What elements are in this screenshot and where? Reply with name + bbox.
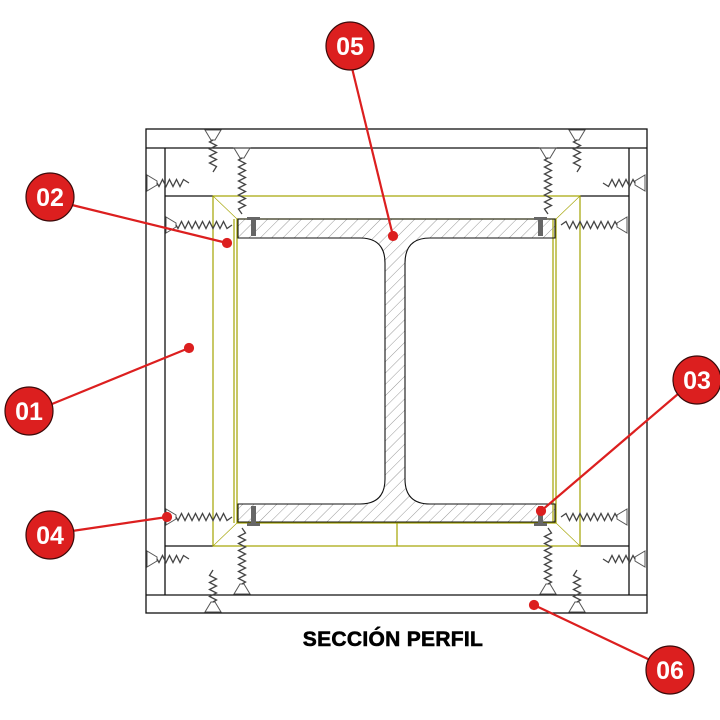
section-title: SECCIÓN PERFIL — [302, 628, 484, 652]
screw-head — [539, 583, 557, 595]
screw-thread — [156, 554, 190, 564]
screw-thread — [543, 527, 553, 585]
screw-head — [616, 508, 628, 526]
screw-head — [634, 550, 646, 568]
screw-thread — [602, 554, 636, 564]
screw-thread — [572, 139, 582, 173]
callout-03: 03 — [672, 355, 720, 405]
callout-04: 04 — [25, 510, 75, 560]
screw-head — [634, 174, 646, 192]
screw-thread — [602, 178, 636, 188]
screw-head — [146, 550, 158, 568]
callout-06: 06 — [645, 645, 695, 695]
screw-head — [616, 216, 628, 234]
callout-label: 03 — [683, 367, 711, 395]
screw-head — [146, 174, 158, 192]
screw-thread — [156, 178, 190, 188]
screw-thread — [208, 139, 218, 173]
screw-thread — [560, 220, 618, 230]
steel-i-beam — [237, 218, 556, 523]
screw-thread — [237, 527, 247, 585]
callout-01: 01 — [4, 386, 54, 436]
callout-label: 04 — [36, 522, 64, 550]
screw-head — [233, 583, 251, 595]
callout-02: 02 — [25, 172, 75, 222]
callout-label: 05 — [336, 33, 364, 61]
screw-head — [568, 129, 586, 141]
callout-label: 06 — [656, 657, 684, 685]
screw-thread — [175, 512, 233, 522]
screws — [146, 129, 646, 613]
leader-lines — [51, 67, 679, 661]
screw-thread — [543, 157, 553, 215]
screw-thread — [560, 512, 618, 522]
callout-label: 02 — [36, 184, 64, 212]
screw-head — [568, 601, 586, 613]
screw-head — [204, 601, 222, 613]
callout-label: 01 — [15, 398, 43, 426]
screw-head — [204, 129, 222, 141]
screw-thread — [237, 157, 247, 215]
screw-head — [233, 147, 251, 159]
liner-panels — [212, 195, 581, 547]
screw-thread — [175, 220, 233, 230]
screw-thread — [572, 569, 582, 603]
screw-thread — [208, 569, 218, 603]
screw-head — [539, 147, 557, 159]
callout-05: 05 — [325, 21, 375, 71]
